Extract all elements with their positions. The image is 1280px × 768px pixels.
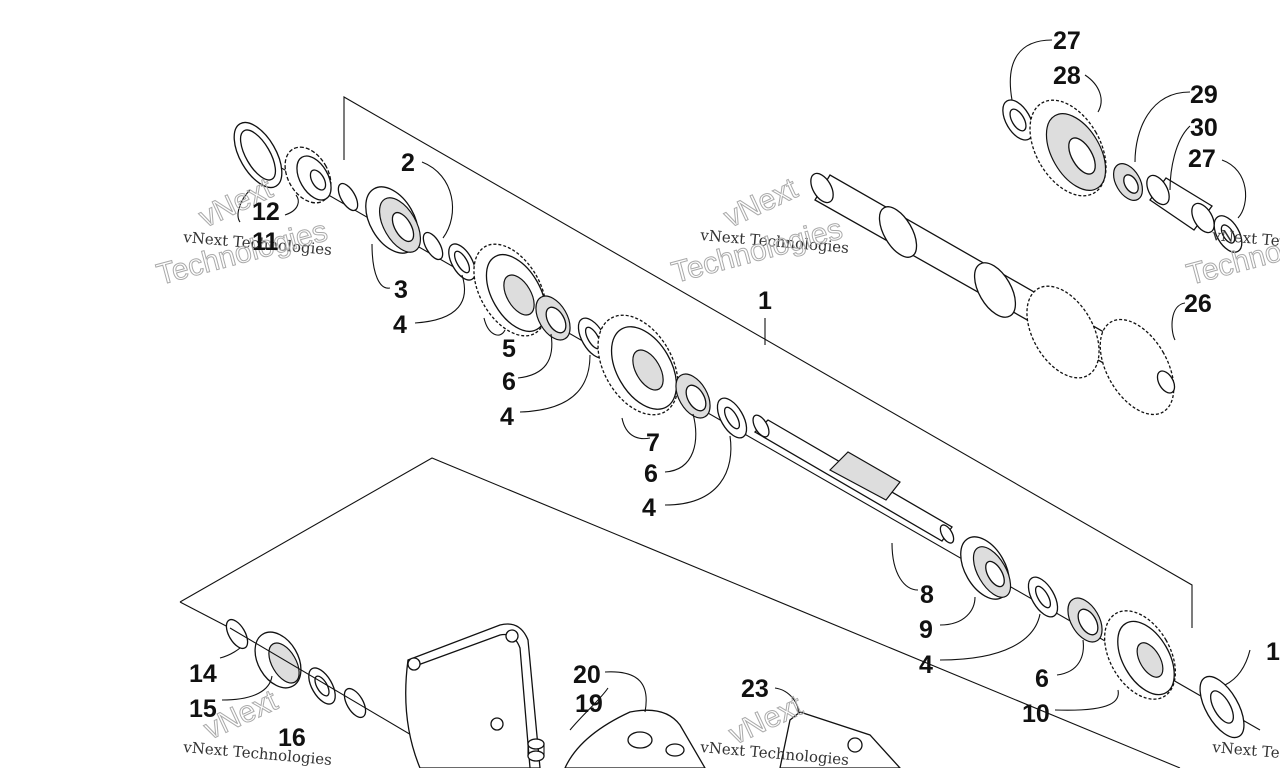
callout-14: 14 [189, 660, 217, 688]
callout-6: 6 [1035, 665, 1049, 693]
callout-3: 3 [394, 276, 408, 304]
sleeve-part-30 [1146, 174, 1215, 234]
leader-lines [219, 39, 1251, 731]
callout-16: 16 [278, 724, 306, 752]
needle-bearing-part-6b [675, 373, 711, 419]
callout-10: 10 [1022, 700, 1050, 728]
assembly-bracket-lower [179, 457, 1181, 768]
washer-part-11 [233, 121, 283, 189]
watermark-text: vNext Technologies [182, 738, 333, 768]
callout-1: 1 [758, 287, 772, 315]
gasket [405, 623, 541, 768]
housing-part-20 [564, 709, 706, 768]
needle-bearing-part-6a [535, 295, 571, 341]
callout-11: 11 [252, 228, 279, 256]
callout-7: 7 [646, 429, 660, 457]
needle-bearing-part-6c [1067, 597, 1103, 643]
callout-15: 15 [189, 695, 217, 723]
washer-part-16 [308, 667, 336, 705]
washer-part-4a [448, 243, 476, 281]
callout-27: 27 [1053, 27, 1081, 55]
hub-part-9 [960, 536, 1012, 600]
washer-part-27b [1213, 215, 1243, 253]
callout-6: 6 [644, 460, 658, 488]
callout-6: 6 [502, 368, 516, 396]
callout-4: 4 [500, 403, 514, 431]
callout-2: 2 [401, 149, 415, 177]
circlip-part-16b [343, 687, 367, 719]
gear-part-7 [597, 314, 679, 416]
washer-right-edge [1199, 675, 1245, 739]
callout-4: 4 [393, 311, 407, 339]
callout-9: 9 [919, 616, 933, 644]
callout-23: 23 [741, 675, 769, 703]
callout-8: 8 [920, 581, 934, 609]
gear-part-28 [1029, 99, 1107, 197]
callout-30: 30 [1190, 114, 1218, 142]
countershaft-part-26 [810, 172, 1176, 416]
callout-4: 4 [919, 651, 933, 679]
washer-part-27a [1002, 99, 1034, 141]
gear-part-12 [284, 146, 332, 204]
assembly-bracket-main [343, 96, 1193, 628]
callout-26: 26 [1184, 290, 1212, 318]
watermark-text: vNext Technologies [1211, 738, 1280, 768]
bracket-part-23 [779, 711, 901, 768]
shaft-part-8 [752, 414, 955, 544]
circlip-part-2b [422, 231, 444, 261]
circlip-part-2a [337, 182, 359, 212]
callout-5: 5 [502, 335, 516, 363]
hub-part-15 [254, 631, 302, 689]
callout-27: 27 [1188, 145, 1216, 173]
gear-part-5 [473, 243, 547, 337]
washer-part-4d [1027, 576, 1059, 618]
hub-part-3 [365, 186, 422, 254]
circlip-part-14 [225, 618, 249, 650]
watermark-brand: Technologies [153, 215, 331, 292]
callout-28: 28 [1053, 62, 1081, 90]
callout-29: 29 [1190, 81, 1218, 109]
washer-part-4c [716, 397, 748, 439]
callout-numbers: 1 2 3 4 5 6 4 7 6 4 8 9 4 6 10 1 12 11 1… [189, 27, 1280, 752]
gear-part-10 [1103, 610, 1177, 700]
callout-4: 4 [642, 494, 656, 522]
callout-19: 19 [575, 690, 603, 718]
callout-12: 12 [252, 198, 280, 226]
watermark-brand: Technologies [668, 213, 846, 290]
callout-20: 20 [573, 661, 601, 689]
bushing-part-29 [1112, 163, 1144, 201]
pin-part-19 [527, 738, 545, 762]
callout-1-right: 1 [1266, 638, 1280, 666]
